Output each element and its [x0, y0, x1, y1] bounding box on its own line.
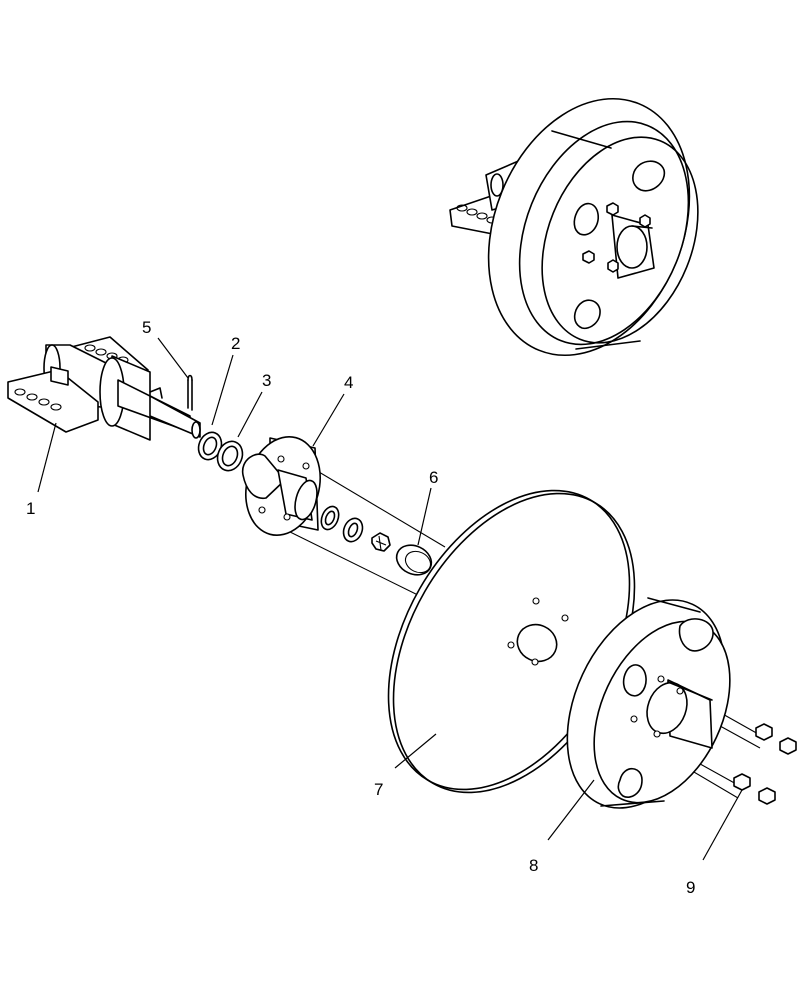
callout-3: 3 — [262, 371, 271, 390]
part-2-washer — [197, 431, 223, 461]
part-5-cotter-pin — [187, 374, 193, 411]
callout-labels: 1 2 3 4 5 6 7 8 9 — [26, 318, 695, 897]
part-6-dust-cap — [395, 544, 433, 576]
assembled-wheel-view — [449, 97, 699, 357]
callout-8: 8 — [529, 856, 538, 875]
part-3-bearing — [216, 440, 244, 472]
callout-1: 1 — [26, 499, 35, 518]
part-9-bolts — [733, 723, 797, 805]
callout-7: 7 — [374, 780, 383, 799]
callout-4: 4 — [344, 373, 353, 392]
callout-2: 2 — [231, 334, 240, 353]
part-1-spindle-bracket — [7, 336, 201, 441]
hub-inner-parts — [320, 505, 391, 552]
callout-5: 5 — [142, 318, 151, 337]
callout-6: 6 — [429, 468, 438, 487]
callout-9: 9 — [686, 878, 695, 897]
part-4-hub — [241, 436, 321, 536]
part-8-wheel-rim — [566, 597, 731, 809]
leader-lines — [37, 337, 743, 861]
